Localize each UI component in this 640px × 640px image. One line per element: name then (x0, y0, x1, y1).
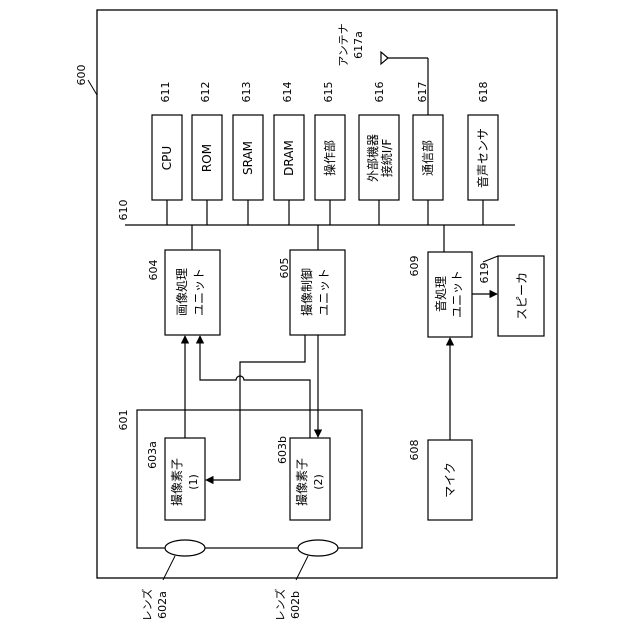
unit-cpu: CPU 611 (152, 82, 182, 226)
lens-label: レンズ (140, 589, 154, 622)
unit-imaging-control: 撮像制御 ユニット 605 (278, 250, 345, 335)
unit-sram: SRAM 613 (233, 82, 263, 226)
unit-label-line2: ユニット (192, 268, 206, 316)
sensor-label-line2: (2) (312, 474, 325, 490)
unit-external-if: 外部機器 接続I/F 616 (359, 82, 399, 226)
sensor-2: 撮像素子 (2) 603b (276, 436, 330, 520)
unit-ref: 619 (478, 263, 491, 284)
unit-dram: DRAM 614 (274, 82, 304, 226)
unit-label-line1: 音処理 (433, 276, 448, 312)
unit-ref: 617 (416, 82, 429, 103)
unit-sound-sensor: 音声センサ 618 (468, 82, 498, 226)
unit-ref: 609 (408, 256, 421, 277)
unit-label: DRAM (282, 140, 296, 176)
unit-label: SRAM (241, 141, 255, 175)
unit-ref: 618 (477, 82, 490, 103)
unit-label-line2: 接続I/F (379, 139, 394, 178)
sensor-label-line2: (1) (187, 474, 200, 490)
unit-ref: 604 (147, 260, 160, 281)
sensor2-to-imageproc-arrow (200, 336, 310, 438)
microphone: マイク 608 (408, 440, 472, 521)
lens-ref: 602a (156, 591, 169, 619)
antenna-ref: 617a (352, 31, 365, 59)
unit-label-line2: ユニット (317, 268, 331, 316)
unit-image-processing: 画像処理 ユニット 604 (147, 250, 220, 335)
lens-label: レンズ (273, 589, 287, 622)
mic-ref: 608 (408, 440, 421, 461)
unit-label: 通信部 (420, 140, 435, 176)
unit-label: 操作部 (322, 140, 337, 176)
sensor-label-line1: 撮像素子 (170, 458, 184, 506)
device-leader (88, 80, 97, 95)
bus-ref-label: 610 (117, 200, 130, 221)
unit-label-line2: ユニット (450, 270, 464, 318)
lens-ref: 602b (289, 591, 302, 619)
sensor-1: 撮像素子 (1) 603a (146, 438, 205, 520)
unit-rom: ROM 612 (192, 82, 222, 226)
unit-speaker: スピーカ 619 (478, 256, 544, 336)
unit-operation: 操作部 615 (315, 82, 345, 226)
sensor-ref: 603b (276, 436, 289, 464)
unit-label-line1: 画像処理 (175, 268, 189, 316)
unit-label: 音声センサ (475, 128, 490, 188)
sensor-ref: 603a (146, 441, 159, 469)
unit-ref: 615 (322, 82, 335, 103)
unit-label: ROM (200, 144, 214, 172)
unit-ref: 616 (373, 82, 386, 103)
antenna-label: アンテナ (337, 23, 350, 67)
unit-label: CPU (160, 146, 174, 170)
unit-audio-processing: 音処理 ユニット 609 (408, 252, 472, 337)
mic-label: マイク (443, 462, 457, 498)
camera-group-ref: 601 (117, 410, 130, 431)
unit-ref: 614 (281, 82, 294, 103)
unit-label-line1: 外部機器 (365, 134, 380, 182)
unit-ref: 612 (199, 82, 212, 103)
unit-label-line1: 撮像制御 (299, 268, 314, 316)
unit-ref: 605 (278, 258, 291, 279)
unit-ref: 613 (240, 82, 253, 103)
device-ref-label: 600 (75, 65, 88, 86)
sensor-label-line1: 撮像素子 (295, 458, 309, 506)
unit-label: スピーカ (515, 272, 529, 320)
unit-ref: 611 (159, 82, 172, 103)
lens-2: レンズ 602b (273, 540, 338, 621)
lens-1: レンズ 602a (140, 540, 205, 621)
